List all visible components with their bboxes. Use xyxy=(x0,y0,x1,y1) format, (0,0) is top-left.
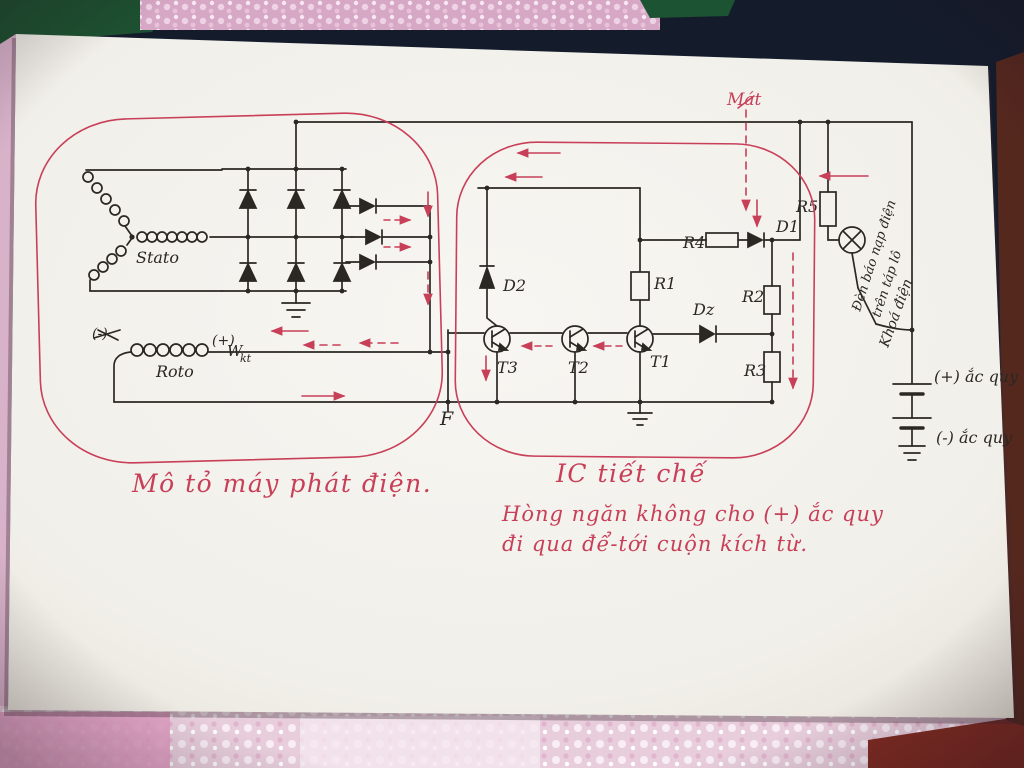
photo-vignette xyxy=(0,0,1024,768)
photo-of-hand-drawn-circuit: Stato Roto (-) (+) W kt F D2 R1 T3 T2 T1… xyxy=(0,0,1024,768)
photo-canvas: Stato Roto (-) (+) W kt F D2 R1 T3 T2 T1… xyxy=(0,0,1024,768)
